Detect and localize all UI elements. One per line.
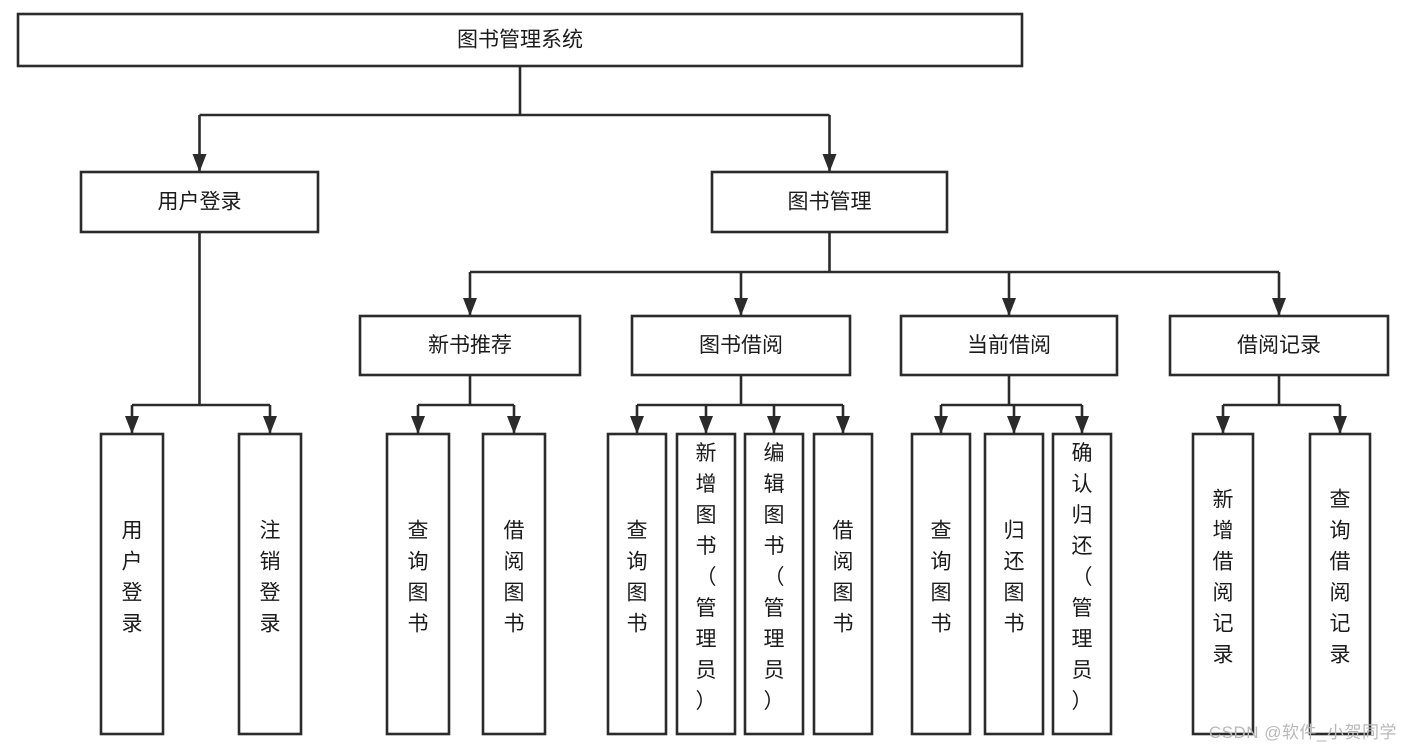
arrow-head-icon — [507, 416, 521, 434]
arrow-head-icon — [822, 154, 837, 172]
node-label-leaf-query-book: 查询图书 — [627, 520, 648, 636]
node-label-borrow-record: 借阅记录 — [1237, 334, 1321, 357]
arrow-head-icon — [1333, 416, 1347, 434]
node-leaf-edit-book-admin[interactable]: 编辑图书（管理员） — [743, 432, 805, 736]
node-box-leaf-query-book-cur[interactable] — [910, 432, 972, 736]
csdn-watermark: CSDN @软件_小贺同学 — [1208, 723, 1397, 742]
node-label-book-manage: 图书管理 — [788, 191, 872, 214]
node-leaf-query-book-cur[interactable]: 查询图书 — [910, 432, 972, 736]
arrow-head-icon — [630, 416, 644, 434]
node-book-manage[interactable]: 图书管理 — [710, 170, 949, 234]
node-box-leaf-borrow-book[interactable] — [812, 432, 874, 736]
node-label-current-borrow: 当前借阅 — [967, 334, 1051, 357]
node-label-leaf-return-book: 归还图书 — [1004, 520, 1025, 636]
arrow-head-icon — [836, 416, 850, 434]
node-book-borrow[interactable]: 图书借阅 — [630, 314, 852, 377]
node-label-leaf-borrow-book: 借阅图书 — [833, 520, 854, 636]
node-box-leaf-add-record[interactable] — [1191, 432, 1255, 736]
node-box-borrow-record[interactable] — [1168, 314, 1390, 377]
node-leaf-query-book-rec[interactable]: 查询图书 — [385, 432, 451, 736]
node-root[interactable]: 图书管理系统 — [16, 12, 1024, 68]
node-leaf-borrow-book-rec[interactable]: 借阅图书 — [481, 432, 547, 736]
node-box-current-borrow[interactable] — [899, 314, 1119, 377]
node-label-leaf-add-book-admin: 新增图书（管理员） — [696, 442, 717, 713]
node-borrow-record[interactable]: 借阅记录 — [1168, 314, 1390, 377]
node-box-leaf-confirm-return-admin[interactable] — [1051, 432, 1113, 736]
arrow-head-icon — [1272, 298, 1286, 316]
node-box-root[interactable] — [16, 12, 1024, 68]
node-label-leaf-add-record: 新增借阅记录 — [1213, 489, 1234, 667]
arrow-head-icon — [1216, 416, 1230, 434]
arrow-head-icon — [263, 416, 277, 434]
node-box-book-borrow[interactable] — [630, 314, 852, 377]
node-label-leaf-query-record: 查询借阅记录 — [1330, 489, 1351, 667]
node-leaf-add-book-admin[interactable]: 新增图书（管理员） — [675, 432, 737, 736]
node-box-book-manage[interactable] — [710, 170, 949, 234]
node-box-leaf-edit-book-admin[interactable] — [743, 432, 805, 736]
node-label-leaf-borrow-book-rec: 借阅图书 — [504, 520, 525, 636]
arrow-head-icon — [1002, 298, 1016, 316]
node-current-borrow[interactable]: 当前借阅 — [899, 314, 1119, 377]
node-label-leaf-user-logout: 注销登录 — [260, 520, 281, 636]
node-box-new-book-recommend[interactable] — [358, 314, 582, 377]
node-new-book-recommend[interactable]: 新书推荐 — [358, 314, 582, 377]
node-user-login[interactable]: 用户登录 — [79, 170, 320, 234]
node-label-leaf-user-login: 用户登录 — [122, 520, 143, 636]
node-label-leaf-query-book-rec: 查询图书 — [408, 520, 429, 636]
arrow-head-icon — [767, 416, 781, 434]
node-leaf-query-book[interactable]: 查询图书 — [606, 432, 668, 736]
node-layer: 图书管理系统用户登录图书管理新书推荐图书借阅当前借阅借阅记录用户登录注销登录查询… — [16, 12, 1390, 736]
node-leaf-add-record[interactable]: 新增借阅记录 — [1191, 432, 1255, 736]
arrow-head-icon — [699, 416, 713, 434]
node-leaf-borrow-book[interactable]: 借阅图书 — [812, 432, 874, 736]
node-box-leaf-query-record[interactable] — [1308, 432, 1372, 736]
node-box-leaf-user-logout[interactable] — [237, 432, 303, 736]
node-label-root: 图书管理系统 — [457, 29, 583, 52]
node-box-leaf-borrow-book-rec[interactable] — [481, 432, 547, 736]
node-leaf-user-logout[interactable]: 注销登录 — [237, 432, 303, 736]
arrow-head-icon — [934, 416, 948, 434]
arrow-head-icon — [1007, 416, 1021, 434]
node-box-leaf-add-book-admin[interactable] — [675, 432, 737, 736]
arrow-head-icon — [192, 154, 207, 172]
node-leaf-user-login[interactable]: 用户登录 — [99, 432, 165, 736]
arrow-head-icon — [463, 298, 477, 316]
node-box-leaf-query-book-rec[interactable] — [385, 432, 451, 736]
node-leaf-return-book[interactable]: 归还图书 — [983, 432, 1045, 736]
node-label-leaf-confirm-return-admin: 确认归还（管理员） — [1072, 442, 1093, 713]
node-box-leaf-user-login[interactable] — [99, 432, 165, 736]
node-leaf-confirm-return-admin[interactable]: 确认归还（管理员） — [1051, 432, 1113, 736]
arrow-head-icon — [1075, 416, 1089, 434]
node-label-leaf-edit-book-admin: 编辑图书（管理员） — [764, 442, 785, 713]
arrow-head-icon — [734, 298, 748, 316]
connector-layer — [125, 66, 1347, 434]
node-label-new-book-recommend: 新书推荐 — [428, 334, 512, 357]
arrow-head-icon — [411, 416, 425, 434]
arrow-head-icon — [125, 416, 139, 434]
node-box-leaf-return-book[interactable] — [983, 432, 1045, 736]
node-label-leaf-query-book-cur: 查询图书 — [931, 520, 952, 636]
node-leaf-query-record[interactable]: 查询借阅记录 — [1308, 432, 1372, 736]
node-label-book-borrow: 图书借阅 — [699, 334, 783, 357]
node-box-user-login[interactable] — [79, 170, 320, 234]
node-label-user-login: 用户登录 — [158, 191, 242, 214]
node-box-leaf-query-book[interactable] — [606, 432, 668, 736]
